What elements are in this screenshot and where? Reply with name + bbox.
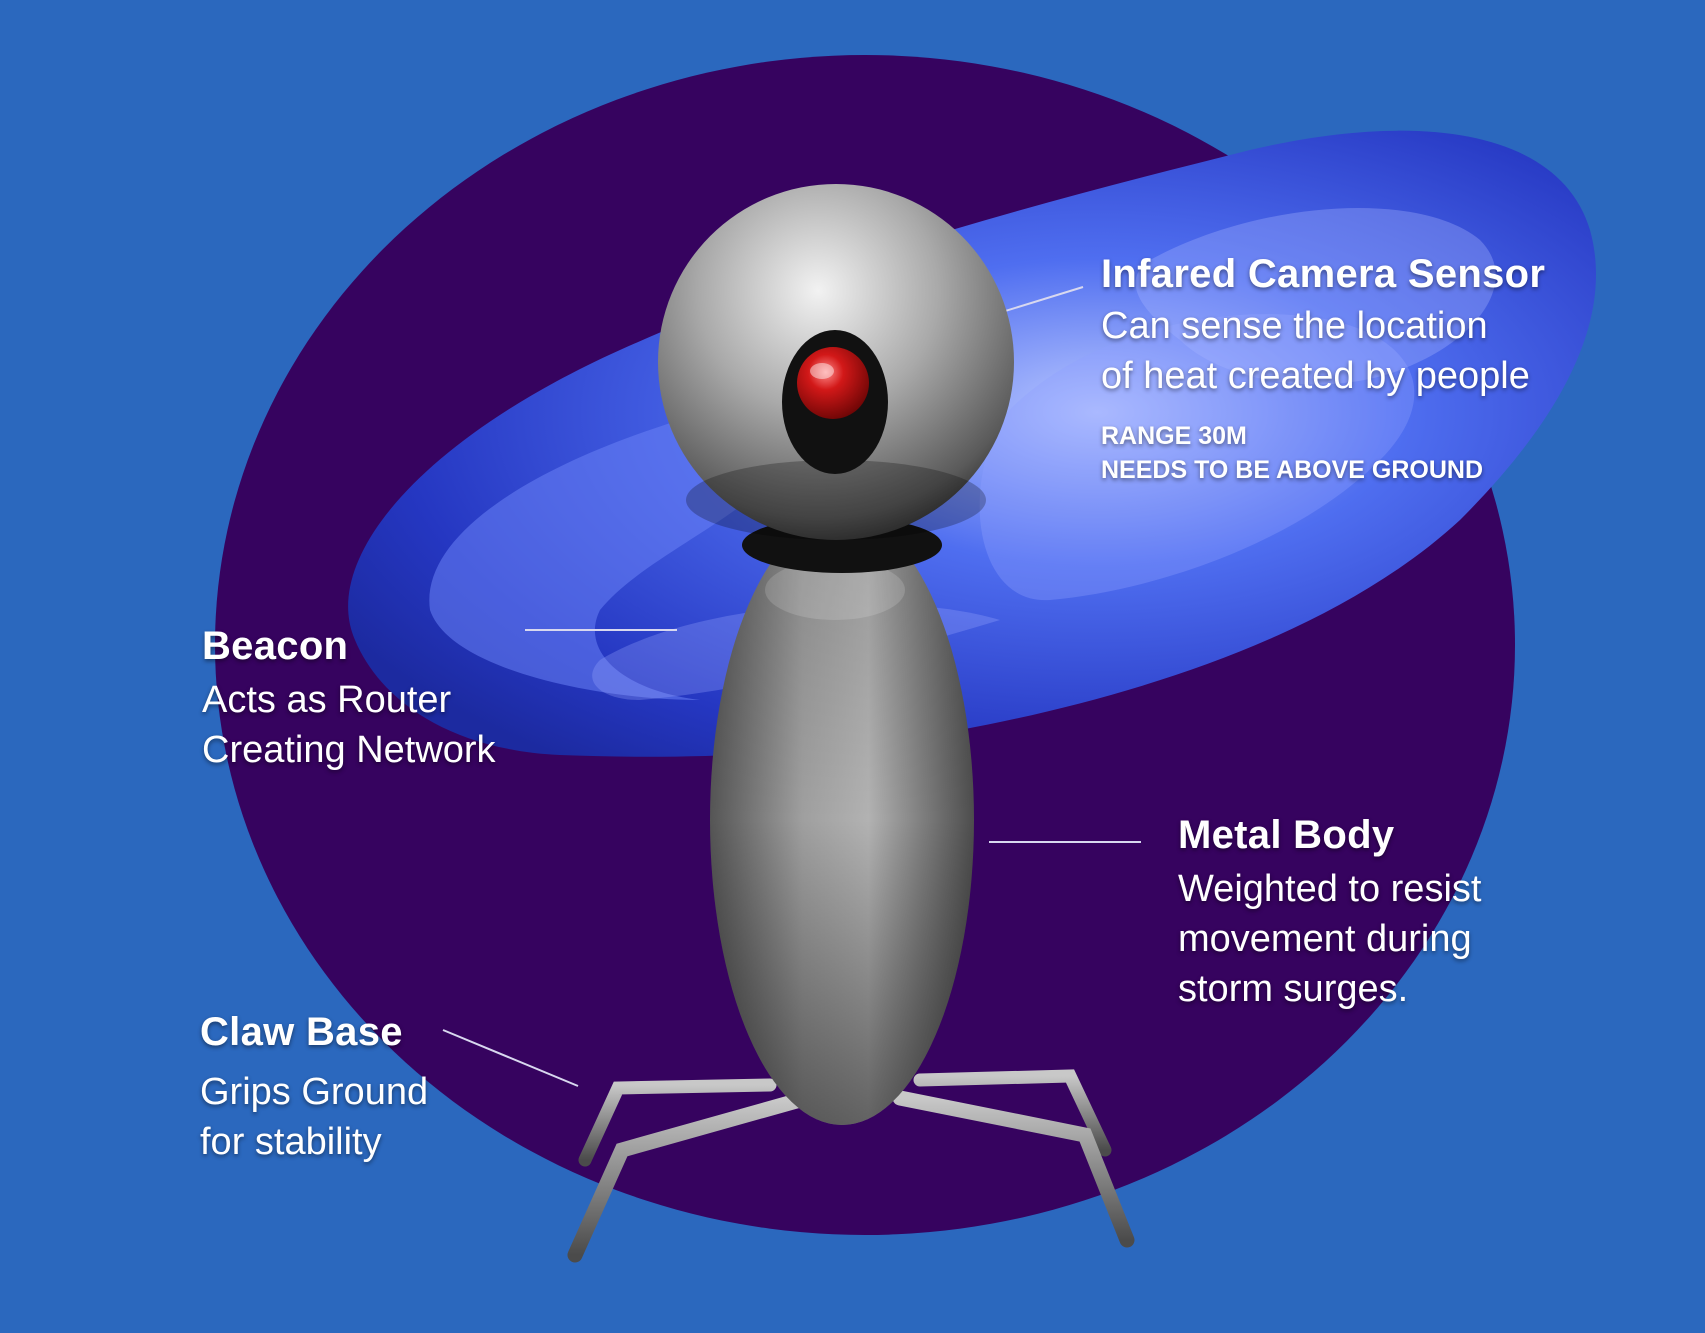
leg-front-right bbox=[892, 1090, 1135, 1248]
camera-note-range: RANGE 30M bbox=[1101, 422, 1247, 450]
red-lens bbox=[797, 347, 869, 419]
base-description: Grips Ground for stability bbox=[200, 1067, 560, 1167]
leg-back-right bbox=[913, 1069, 1112, 1157]
metal-body bbox=[710, 515, 974, 1125]
camera-title: Infared Camera Sensor bbox=[1101, 252, 1546, 296]
body-desc-line-3: storm surges. bbox=[1178, 968, 1409, 1010]
body-title: Metal Body bbox=[1178, 813, 1395, 857]
leg-back-left bbox=[578, 1078, 777, 1167]
body-callout: Metal Body Weighted to resist movement d… bbox=[1178, 813, 1598, 1014]
camera-notes: RANGE 30M NEEDS TO BE ABOVE GROUND bbox=[1101, 419, 1681, 487]
beacon-description: Acts as Router Creating Network bbox=[202, 675, 602, 775]
base-desc-line-1: Grips Ground bbox=[200, 1071, 429, 1113]
base-pointer-line bbox=[442, 1029, 579, 1087]
leg-front-left bbox=[567, 1092, 808, 1263]
beacon-desc-line-1: Acts as Router bbox=[202, 679, 452, 721]
camera-description: Can sense the location of heat created b… bbox=[1101, 301, 1681, 401]
base-title: Claw Base bbox=[200, 1010, 403, 1054]
base-callout: Claw Base Grips Ground for stability bbox=[200, 1010, 560, 1167]
body-desc-line-2: movement during bbox=[1178, 918, 1472, 960]
camera-desc-line-1: Can sense the location bbox=[1101, 305, 1488, 347]
body-description: Weighted to resist movement during storm… bbox=[1178, 864, 1598, 1014]
beacon-callout: Beacon Acts as Router Creating Network bbox=[202, 624, 602, 775]
base-desc-line-2: for stability bbox=[200, 1121, 382, 1163]
sensor-head bbox=[658, 184, 1014, 540]
beacon-title: Beacon bbox=[202, 624, 349, 668]
claw-legs bbox=[567, 1069, 1135, 1263]
body-desc-line-1: Weighted to resist bbox=[1178, 868, 1482, 910]
camera-callout: Infared Camera Sensor Can sense the loca… bbox=[1101, 252, 1681, 487]
camera-note-placement: NEEDS TO BE ABOVE GROUND bbox=[1101, 456, 1483, 484]
robot-sensor bbox=[567, 184, 1135, 1263]
camera-desc-line-2: of heat created by people bbox=[1101, 355, 1530, 397]
beacon-desc-line-2: Creating Network bbox=[202, 729, 496, 771]
